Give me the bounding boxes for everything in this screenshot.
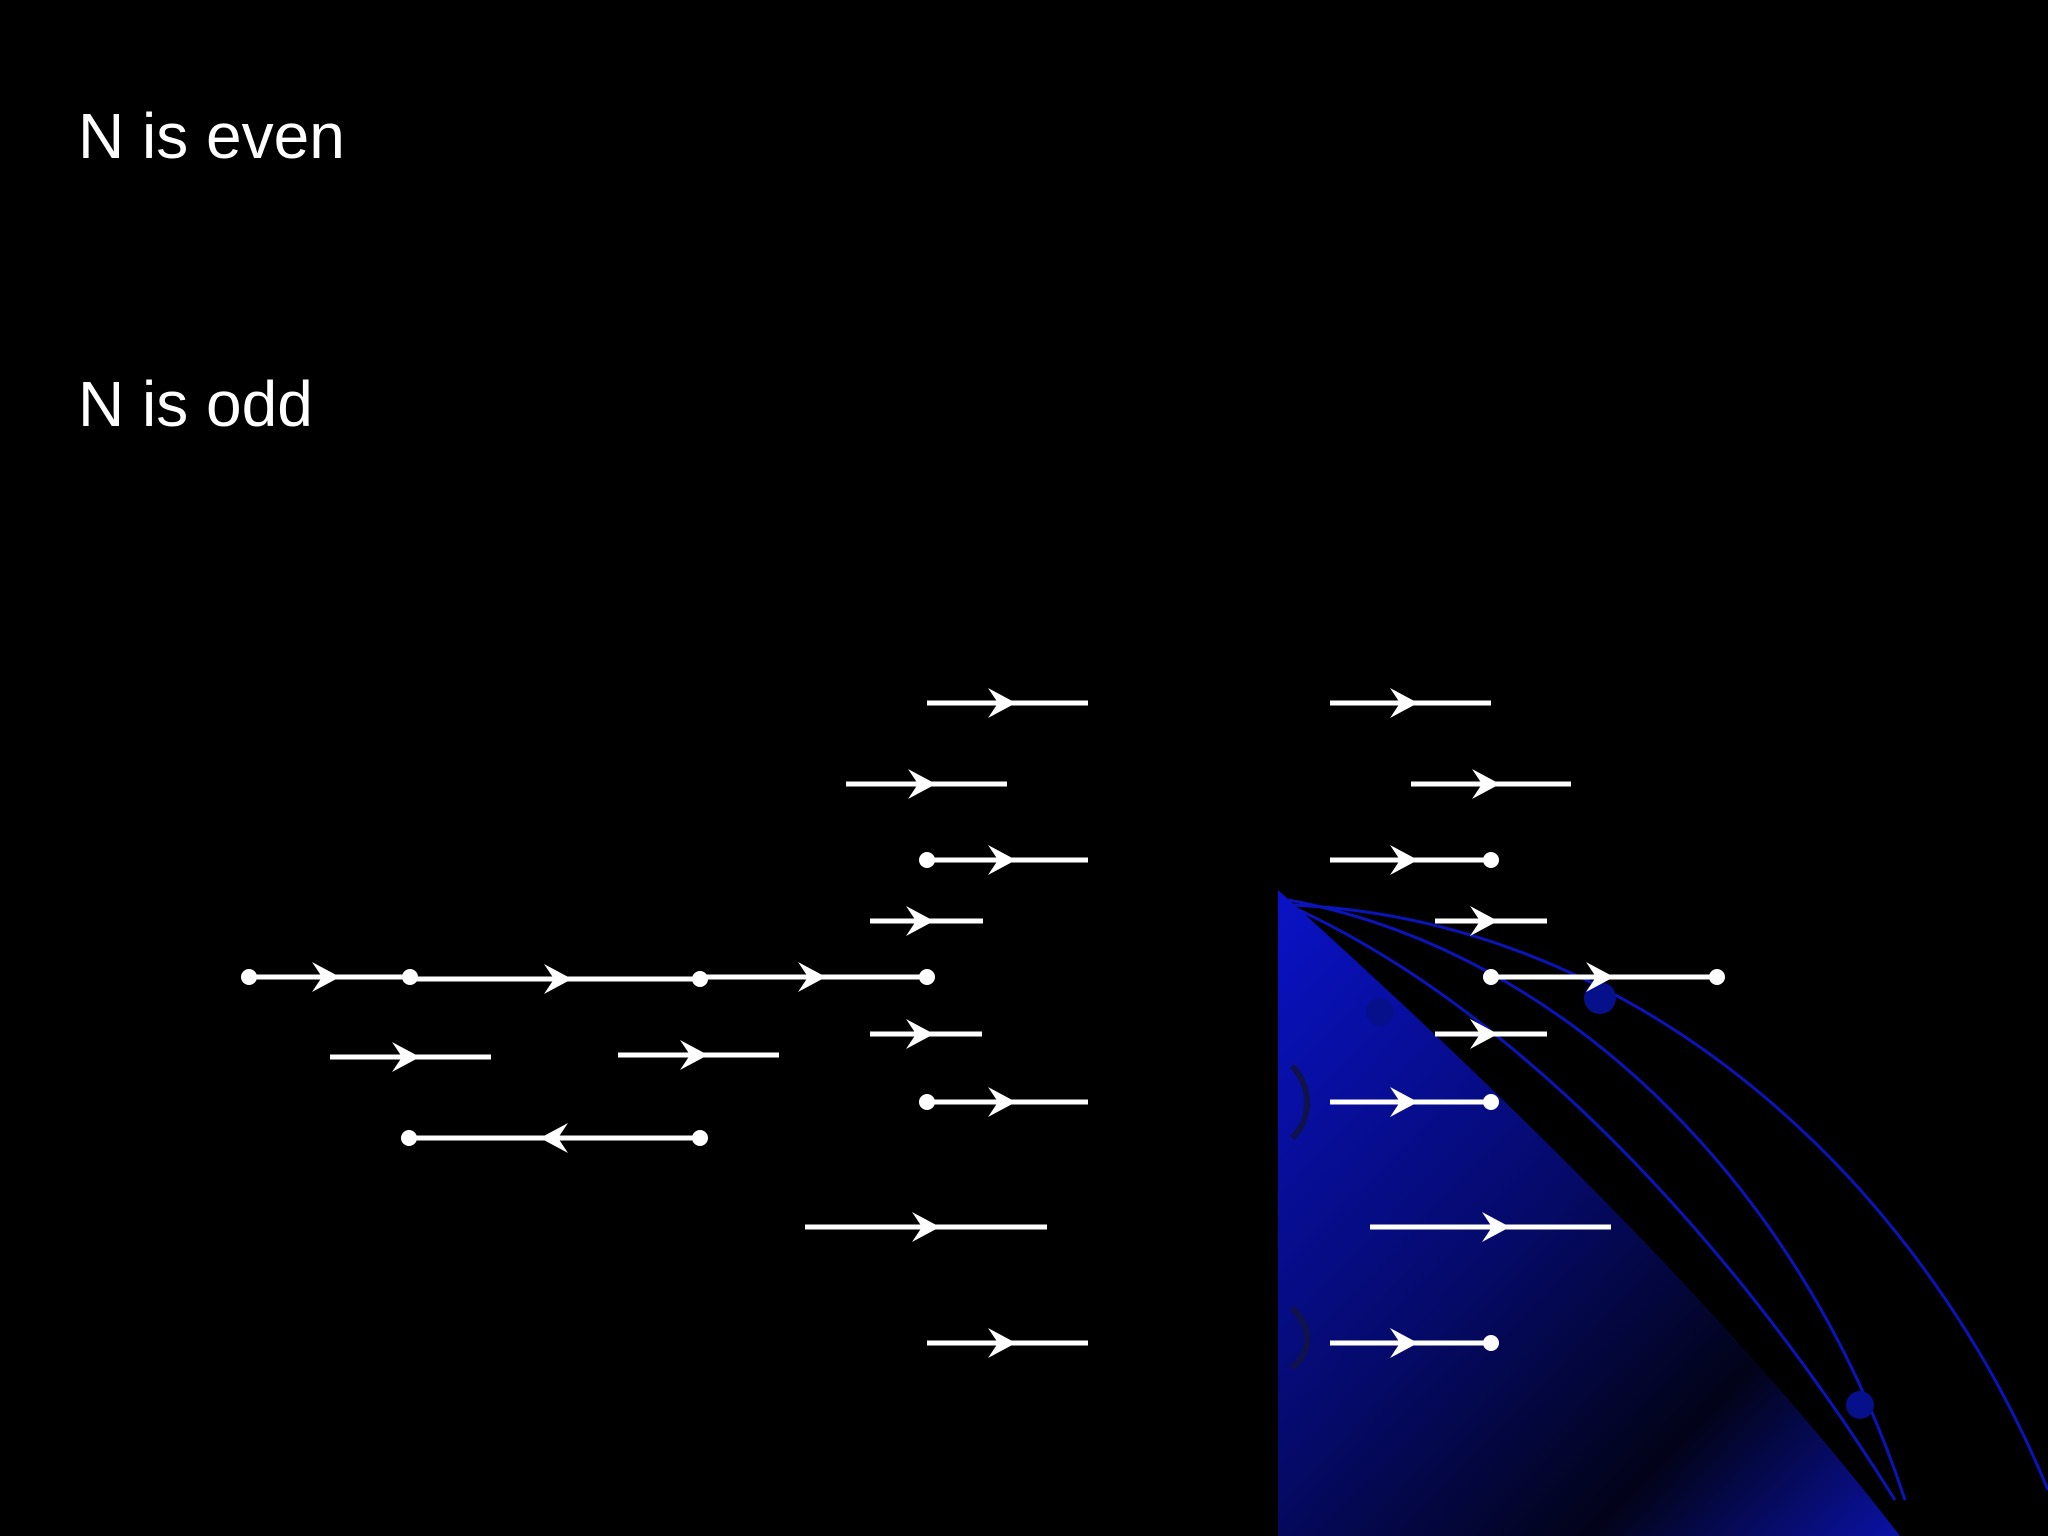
mid-arrow-row-7-arrowhead (912, 1212, 940, 1242)
mid-arrow-row-2-arrowhead (908, 769, 936, 799)
right-arrow-row-9-arrowhead (1390, 1328, 1418, 1358)
right-arrow-row-6-arrowhead (1470, 1019, 1498, 1049)
right-arrow-row-7-end-dot (1483, 1094, 1499, 1110)
mid-arrow-row-3-arrowhead (988, 845, 1016, 875)
decor-node-1 (1366, 998, 1394, 1026)
mid-arrow-row-1-arrowhead (988, 688, 1016, 718)
background-decoration (1278, 890, 2048, 1536)
decor-bracket-2 (1289, 1305, 1310, 1371)
decor-arc-3 (1291, 903, 2048, 1491)
mid-arrow-row-5-arrowhead (906, 1019, 934, 1049)
decor-arc-2 (1289, 904, 1897, 1501)
right-arrow-row-4-arrowhead (1470, 906, 1498, 936)
right-arrow-row-9-end-dot (1483, 1335, 1499, 1351)
heading-n-odd: N is odd (78, 368, 313, 440)
mid-arrow-row-6-start-dot (919, 1094, 935, 1110)
right-arrow-row-5-start-dot (1483, 969, 1499, 985)
mid-arrow-row-6-arrowhead (988, 1087, 1016, 1117)
chain-segment-3-end-dot (919, 969, 935, 985)
blue-wedge (1278, 890, 1900, 1536)
propagator-lines (241, 688, 1725, 1358)
right-arrow-row-5-arrowhead (1586, 962, 1614, 992)
right-arrow-row-5-end-dot (1709, 969, 1725, 985)
decor-node-3 (1846, 1391, 1874, 1419)
chain-segment-1-arrowhead (312, 962, 340, 992)
mid-arrow-row-8-arrowhead (988, 1328, 1016, 1358)
chain-segment-1-start-dot (241, 969, 257, 985)
decor-node-2 (1584, 982, 1616, 1014)
right-arrow-row-8-arrowhead (1482, 1212, 1510, 1242)
right-arrow-row-2-arrowhead (1472, 769, 1500, 799)
lower-arrow-right-arrowhead (680, 1040, 708, 1070)
right-arrow-row-7-arrowhead (1390, 1087, 1418, 1117)
right-arrow-row-1-arrowhead (1390, 688, 1418, 718)
mid-arrow-row-4-arrowhead (906, 906, 934, 936)
mid-arrow-row-3-start-dot (919, 852, 935, 868)
chain-segment-2-arrowhead (544, 964, 572, 994)
reverse-arrow-arrowhead (540, 1123, 568, 1153)
heading-n-even: N is even (78, 100, 345, 172)
right-arrow-row-3-arrowhead (1390, 845, 1418, 875)
reverse-arrow-start-dot (401, 1130, 417, 1146)
reverse-arrow-end-dot (692, 1130, 708, 1146)
decor-arc-1 (1287, 898, 1907, 1501)
lower-arrow-left-arrowhead (392, 1042, 420, 1072)
right-arrow-row-3-end-dot (1483, 852, 1499, 868)
chain-segment-3-arrowhead (798, 962, 826, 992)
decor-bracket-1 (1289, 1063, 1310, 1141)
